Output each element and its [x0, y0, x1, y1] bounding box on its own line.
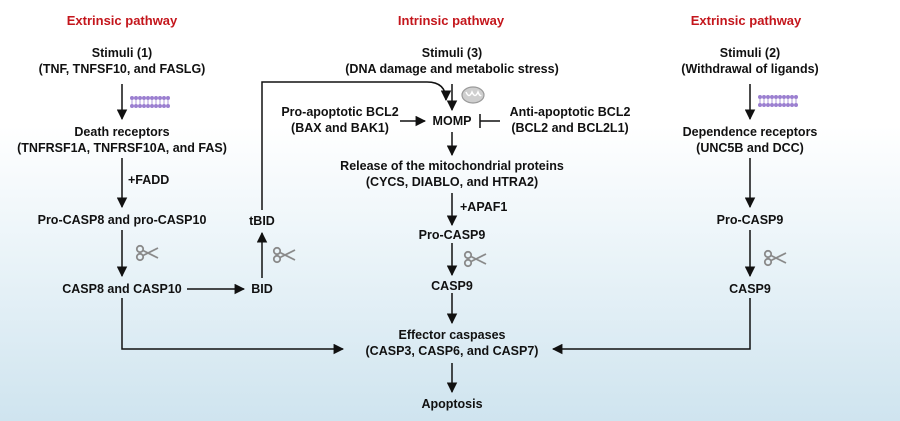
arrow-tbid-to-momp — [261, 81, 452, 210]
left-stimuli-detail: (TNF, TNFSF10, and FASLG) — [38, 62, 206, 76]
apaf1-label: +APAF1 — [460, 200, 508, 214]
bid-label: BID — [251, 282, 273, 296]
apoptosis-label: Apoptosis — [421, 397, 483, 411]
casp8-label: CASP8 and CASP10 — [62, 282, 182, 296]
header-intrinsic: Intrinsic pathway — [397, 13, 505, 28]
procasp8-label: Pro-CASP8 and pro-CASP10 — [37, 213, 207, 227]
scissors-bid-icon — [272, 246, 296, 264]
mitochondrion-icon — [461, 86, 485, 104]
fadd-label: +FADD — [128, 173, 170, 187]
tbid-label: tBID — [249, 214, 275, 228]
release-title: Release of the mitochondrial proteins — [340, 159, 564, 173]
right-procasp9-label: Pro-CASP9 — [716, 213, 784, 227]
arrow-right-casp9-to-effector — [551, 298, 751, 355]
left-stimuli-title: Stimuli (1) — [91, 46, 153, 60]
scissors-casp8-icon — [135, 244, 159, 262]
death-receptors-detail: (TNFRSF1A, TNFRSF10A, and FAS) — [17, 141, 227, 155]
membrane-right-icon — [757, 94, 799, 108]
middle-stimuli-detail: (DNA damage and metabolic stress) — [345, 62, 559, 76]
right-stimuli-detail: (Withdrawal of ligands) — [681, 62, 819, 76]
dependence-receptors-title: Dependence receptors — [682, 125, 818, 139]
momp-label: MOMP — [432, 114, 472, 128]
effector-caspases-title: Effector caspases — [398, 328, 506, 342]
right-casp9-label: CASP9 — [729, 282, 771, 296]
arrow-casp8-to-effector — [121, 298, 345, 355]
middle-casp9-label: CASP9 — [431, 279, 473, 293]
header-extrinsic-left: Extrinsic pathway — [66, 13, 178, 28]
header-extrinsic-right: Extrinsic pathway — [690, 13, 802, 28]
effector-caspases-detail: (CASP3, CASP6, and CASP7) — [365, 344, 539, 358]
scissors-casp9-icon — [463, 250, 487, 268]
pro-apoptotic-title: Pro-apoptotic BCL2 — [281, 105, 399, 119]
release-detail: (CYCS, DIABLO, and HTRA2) — [365, 175, 539, 189]
middle-procasp9-label: Pro-CASP9 — [418, 228, 486, 242]
membrane-left-icon — [129, 95, 171, 109]
dependence-receptors-detail: (UNC5B and DCC) — [696, 141, 804, 155]
anti-apoptotic-title: Anti-apoptotic BCL2 — [509, 105, 631, 119]
anti-apoptotic-detail: (BCL2 and BCL2L1) — [511, 121, 629, 135]
middle-stimuli-title: Stimuli (3) — [421, 46, 483, 60]
right-stimuli-title: Stimuli (2) — [719, 46, 781, 60]
pro-apoptotic-detail: (BAX and BAK1) — [291, 121, 389, 135]
death-receptors-title: Death receptors — [74, 125, 170, 139]
scissors-right-casp9-icon — [763, 249, 787, 267]
